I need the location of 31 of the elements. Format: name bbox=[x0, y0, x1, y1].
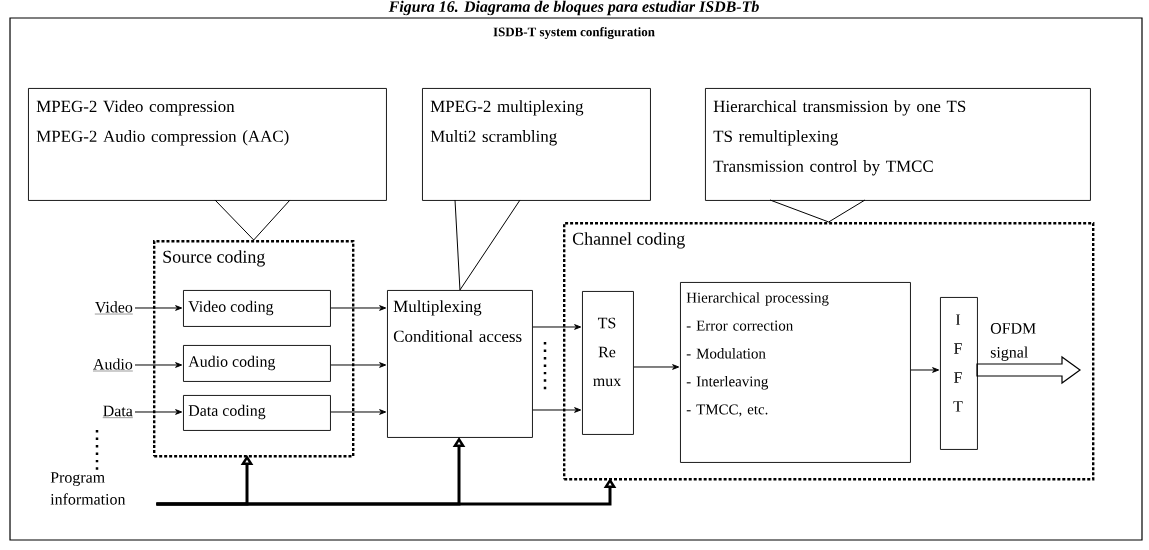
arrow bbox=[330, 305, 387, 311]
arrow bbox=[532, 324, 582, 330]
input-label: Program information bbox=[50, 472, 126, 505]
arrow bbox=[532, 407, 582, 413]
diagram-title: ISDB-T system configuration bbox=[493, 27, 655, 39]
process-box: Multiplexing Conditional access bbox=[387, 290, 533, 438]
input-label: Data bbox=[102, 405, 133, 418]
figure-caption: Figura 16. Diagrama de bloques para estudiar ISDB-Tb bbox=[388, 0, 759, 16]
callout-pointer bbox=[769, 199, 866, 223]
process-box: Audio coding bbox=[183, 345, 331, 382]
callout-box: MPEG-2 multiplexing Multi2 scrambling bbox=[422, 88, 651, 201]
arrow bbox=[633, 364, 680, 370]
arrow bbox=[134, 409, 183, 415]
hollow-arrow bbox=[976, 355, 1082, 385]
input-label: Video bbox=[94, 301, 133, 315]
callout-box: Hierarchical transmission by one TS TS remultiplexing Transmission control by TMCC bbox=[705, 88, 1091, 201]
arrow bbox=[910, 367, 940, 373]
callout-box: MPEG-2 Video compression MPEG-2 Audio compression (AAC) bbox=[28, 88, 387, 201]
process-box: I F F T bbox=[940, 297, 978, 450]
process-box: TS Re mux bbox=[582, 291, 634, 435]
arrow bbox=[330, 409, 387, 415]
arrow bbox=[134, 305, 183, 311]
arrow bbox=[134, 362, 183, 368]
process-box: Hierarchical processing - Error correction - Modulation - Interleaving - TMCC, etc. bbox=[680, 282, 911, 463]
edge-label: OFDM signal bbox=[990, 323, 1036, 361]
process-box: Data coding bbox=[183, 395, 331, 431]
arrow bbox=[330, 362, 387, 368]
input-label: Audio bbox=[92, 358, 133, 372]
callout-pointer bbox=[454, 199, 521, 291]
process-box: Video coding bbox=[183, 290, 331, 327]
callout-pointer bbox=[214, 199, 291, 241]
